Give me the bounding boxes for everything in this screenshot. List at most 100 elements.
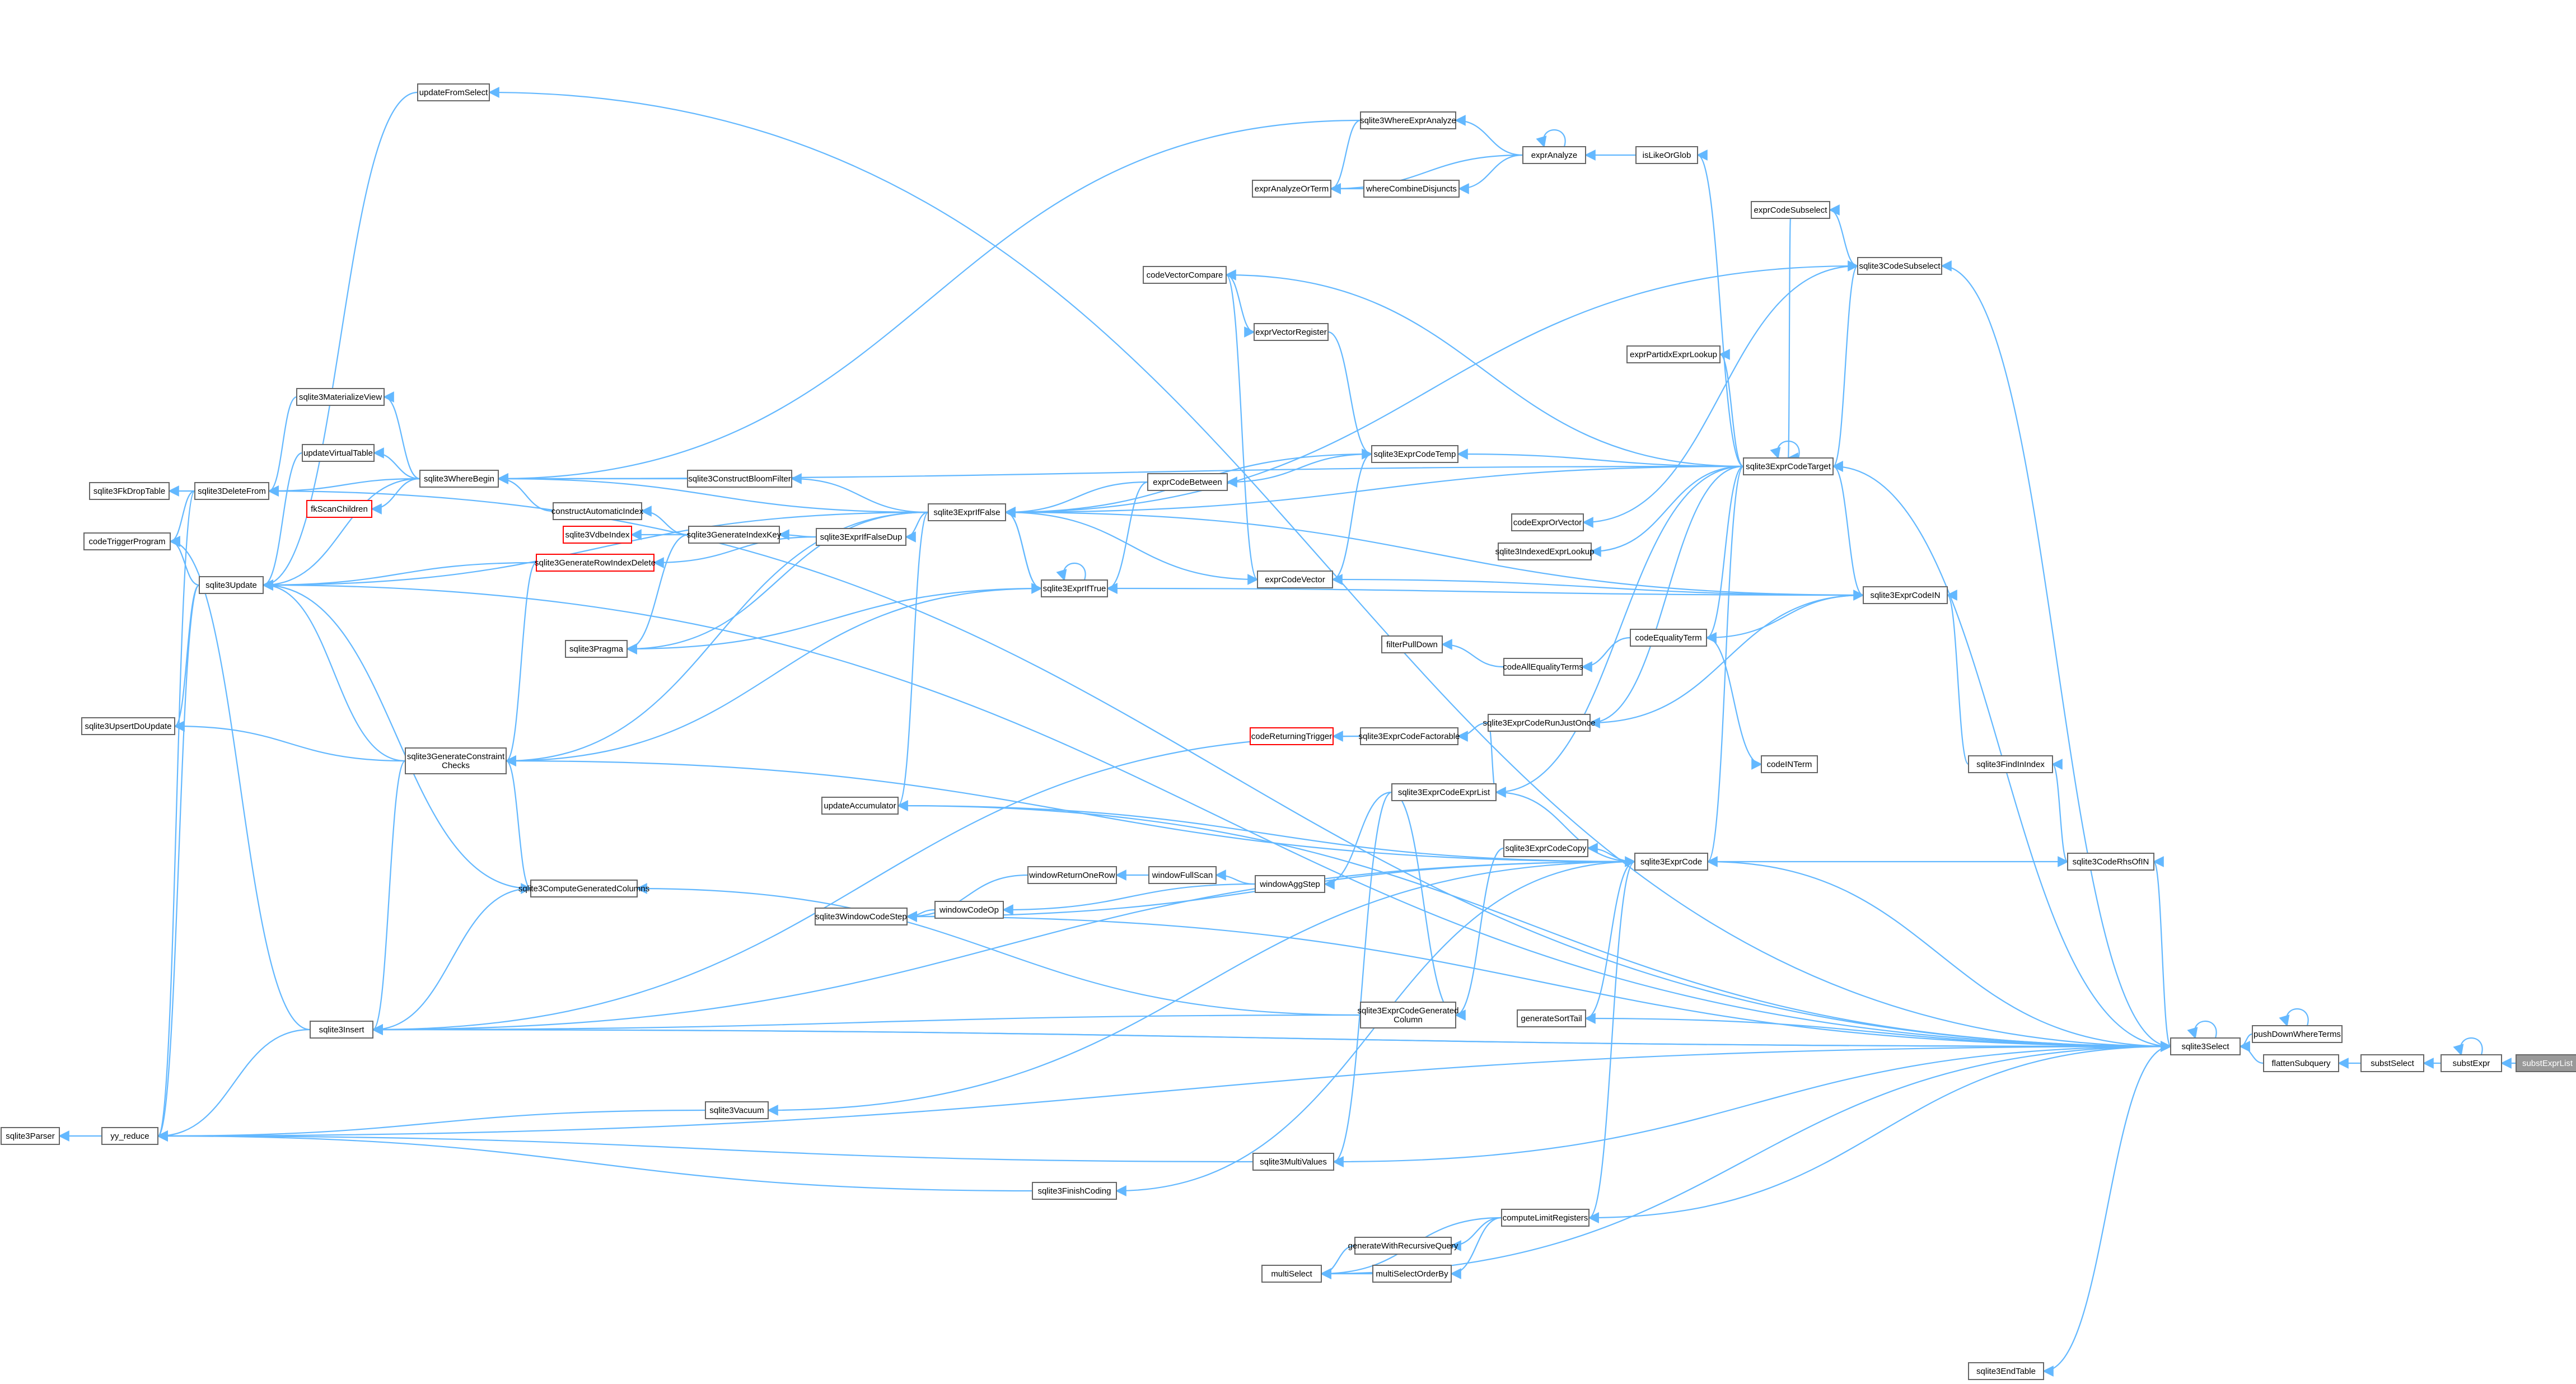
graph-node-expranalyzeorterm[interactable]: exprAnalyzeOrTerm [1252,180,1331,198]
node-label: sqlite3WhereExprAnalyze [1360,116,1456,125]
node-box [1,1127,60,1145]
graph-node-sqlite3generaterowindexdelete[interactable]: sqlite3GenerateRowIndexDelete [535,554,656,572]
node-box [1360,1002,1456,1028]
node-box [821,797,899,815]
graph-node-exprvectorregister[interactable]: exprVectorRegister [1254,323,1329,341]
graph-node-sqlite3expriftrue[interactable]: sqlite3ExprIfTrue [1041,579,1108,597]
graph-node-generatewithrecursivequery[interactable]: generateWithRecursiveQuery [1348,1237,1458,1255]
graph-node-wherecombinedisjuncts[interactable]: whereCombineDisjuncts [1363,180,1460,198]
graph-node-sqlite3windowcodestep[interactable]: sqlite3WindowCodeStep [815,908,908,925]
graph-node-windowreturnonerow[interactable]: windowReturnOneRow [1027,866,1117,884]
graph-node-sqlite3multivalues[interactable]: sqlite3MultiValues [1252,1153,1334,1171]
graph-node-substselect[interactable]: substSelect [2360,1054,2424,1072]
graph-node-windowaggstep[interactable]: windowAggStep [1255,875,1325,893]
call-edge [262,452,303,591]
graph-node-multiselectorderby[interactable]: multiSelectOrderBy [1372,1265,1452,1283]
call-edge [1589,594,1864,728]
node-box [1761,755,1818,773]
graph-node-sqlite3exprcodeexprlist[interactable]: sqlite3ExprCodeExprList [1391,783,1497,801]
graph-node-codeallequalityterms[interactable]: codeAllEqualityTerms [1503,658,1583,676]
graph-node-flattensubquery[interactable]: flattenSubquery [2263,1054,2339,1072]
node-label: windowReturnOneRow [1028,871,1115,880]
edge-layer [58,87,2516,1377]
graph-node-islikeorglob[interactable]: isLikeOrGlob [1635,146,1698,164]
graph-node-sqlite3fkdroptable[interactable]: sqlite3FkDropTable [89,482,170,500]
node-box [302,444,375,462]
call-edge [268,478,420,497]
graph-node-sqlite3vdbeindex[interactable]: sqlite3VdbeIndex [563,526,632,544]
graph-node-sqlite3update[interactable]: sqlite3Update [199,576,264,594]
graph-node-sqlite3materializeview[interactable]: sqlite3MaterializeView [296,388,385,406]
graph-node-sqlite3expriffalse[interactable]: sqlite3ExprIfFalse [928,503,1006,521]
graph-node-sqlite3wherebegin[interactable]: sqlite3WhereBegin [419,470,499,488]
graph-node-pushdownwhereterms[interactable]: pushDownWhereTerms [2252,1025,2343,1043]
node-box [1250,727,1334,745]
graph-node-generatesorttail[interactable]: generateSortTail [1517,1009,1586,1027]
graph-node-fkscanchildren[interactable]: fkScanChildren [306,500,372,518]
node-box [1261,1265,1322,1283]
graph-node-multiselect[interactable]: multiSelect [1261,1265,1322,1283]
graph-node-codevectorcompare[interactable]: codeVectorCompare [1143,266,1227,284]
graph-node-yy-reduce[interactable]: yy_reduce [101,1127,158,1145]
node-label: sqlite3Pragma [569,644,624,654]
graph-node-codereturningtrigger[interactable]: codeReturningTrigger [1250,727,1334,745]
graph-node-sqlite3coderhsofin[interactable]: sqlite3CodeRhsOfIN [2067,853,2154,871]
graph-node-updatevirtualtable[interactable]: updateVirtualTable [302,444,375,462]
graph-node-sqlite3generateindexkey[interactable]: sqlite3GenerateIndexKey [687,526,782,544]
node-box [1522,146,1586,164]
graph-node-sqlite3exprcodetemp[interactable]: sqlite3ExprCodeTemp [1371,445,1458,463]
graph-node-updatefromselect[interactable]: updateFromSelect [417,83,490,101]
graph-node-computelimitregisters[interactable]: computeLimitRegisters [1501,1209,1589,1227]
graph-node-sqlite3constructbloomfilter[interactable]: sqlite3ConstructBloomFilter [687,470,792,488]
call-edge [1391,791,1457,1021]
graph-node-codeequalityterm[interactable]: codeEqualityTerm [1630,629,1707,647]
graph-node-exprpartidxexprlookup[interactable]: exprPartidxExprLookup [1626,345,1721,363]
graph-node-expranalyze[interactable]: exprAnalyze [1522,146,1586,164]
graph-node-exprcodesubselect[interactable]: exprCodeSubselect [1751,201,1830,219]
call-edge [383,391,420,480]
graph-node-constructautomaticindex[interactable]: constructAutomaticIndex [551,502,644,520]
graph-node-sqlite3expriffalsedup[interactable]: sqlite3ExprIfFalseDup [816,528,906,546]
graph-node-sqlite3indexedexprlookup[interactable]: sqlite3IndexedExprLookup [1495,543,1595,560]
graph-node-sqlite3vacuum[interactable]: sqlite3Vacuum [705,1101,769,1119]
graph-node-sqlite3select[interactable]: sqlite3Select [2170,1037,2241,1055]
graph-node-sqlite3findinindex[interactable]: sqlite3FindInIndex [1968,755,2053,773]
graph-node-sqlite3finishcoding[interactable]: sqlite3FinishCoding [1032,1182,1117,1200]
graph-node-sqlite3pragma[interactable]: sqlite3Pragma [565,640,628,658]
graph-node-codeinterm[interactable]: codeINTerm [1761,755,1818,773]
graph-node-codetriggerprogram[interactable]: codeTriggerProgram [83,532,171,550]
node-label: multiSelect [1271,1269,1312,1279]
node-label: updateVirtualTable [303,448,373,458]
call-edge [262,478,420,591]
graph-node-sqlite3exprcodefactorable[interactable]: sqlite3ExprCodeFactorable [1359,727,1460,745]
graph-node-sqlite3computegeneratedcolumns[interactable]: sqlite3ComputeGeneratedColumns [518,880,649,897]
graph-node-sqlite3exprcodecopy[interactable]: sqlite3ExprCodeCopy [1503,839,1588,857]
graph-node-sqlite3exprcoderunjustonce[interactable]: sqlite3ExprCodeRunJustOnce [1483,714,1596,732]
graph-node-sqlite3exprcodetarget[interactable]: sqlite3ExprCodeTarget [1743,457,1834,475]
call-edge [169,536,311,1031]
graph-node-windowcodeop[interactable]: windowCodeOp [934,901,1004,919]
call-edge [157,1045,2171,1142]
graph-node-windowfullscan[interactable]: windowFullScan [1148,866,1217,884]
graph-node-sqlite3exprcodein[interactable]: sqlite3ExprCodeIN [1863,586,1948,604]
node-box [1511,513,1584,531]
graph-node-sqlite3exprcode[interactable]: sqlite3ExprCode [1634,853,1708,871]
graph-node-sqlite3parser[interactable]: sqlite3Parser [1,1127,60,1145]
graph-node-substexpr[interactable]: substExpr [2441,1054,2502,1072]
graph-node-filterpulldown[interactable]: filterPullDown [1381,635,1443,653]
graph-node-sqlite3upsertdoupdate[interactable]: sqlite3UpsertDoUpdate [81,717,175,735]
graph-node-sqlite3insert[interactable]: sqlite3Insert [310,1021,373,1039]
node-box [1257,571,1333,588]
graph-node-sqlite3endtable[interactable]: sqlite3EndTable [1968,1362,2044,1380]
graph-node-sqlite3codesubselect[interactable]: sqlite3CodeSubselect [1857,257,1942,275]
graph-node-codeexprorvector[interactable]: codeExprOrVector [1511,513,1584,531]
graph-node-exprcodevector[interactable]: exprCodeVector [1257,571,1333,588]
graph-node-updateaccumulator[interactable]: updateAccumulator [821,797,899,815]
node-label: sqlite3ExprCodeCopy [1505,844,1587,853]
graph-node-sqlite3deletefrom[interactable]: sqlite3DeleteFrom [194,482,269,500]
graph-node-sqlite3whereexpranalyze[interactable]: sqlite3WhereExprAnalyze [1360,111,1456,129]
graph-node-substexprlist[interactable]: substExprList [2516,1054,2576,1072]
graph-node-exprcodebetween[interactable]: exprCodeBetween [1147,473,1228,491]
